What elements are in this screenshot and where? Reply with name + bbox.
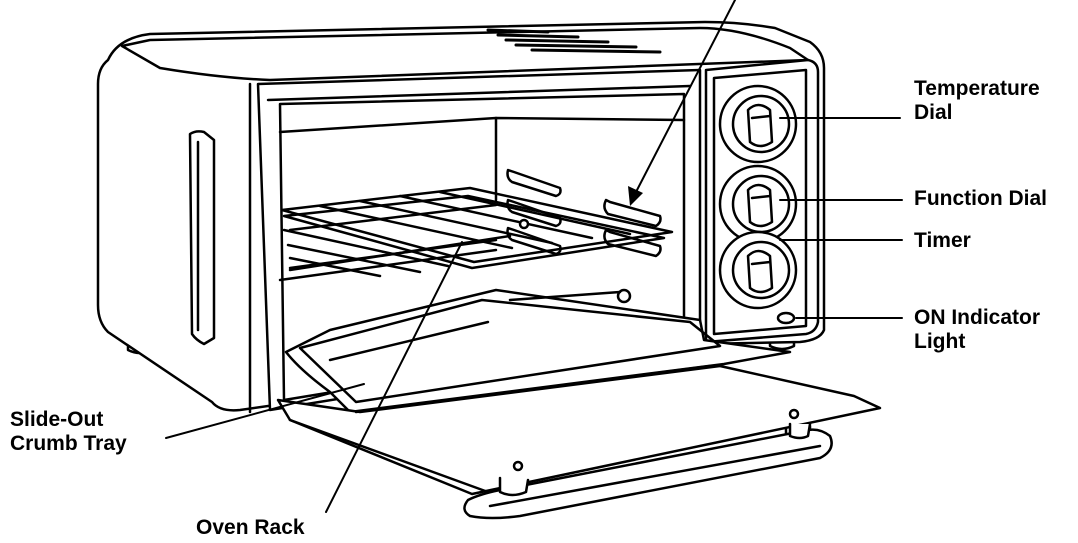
label-temperature-dial-line2: Dial [914,101,953,124]
label-on-indicator-line2: Light [914,330,966,353]
label-crumb-tray: Slide-Out Crumb Tray [10,408,127,456]
leader-oven-rack [325,241,463,513]
label-crumb-tray-line1: Slide-Out [10,408,104,431]
temperature-dial-knob[interactable] [718,84,798,164]
leader-rack-rail [635,0,736,193]
timer-dial-knob[interactable] [718,230,798,310]
on-indicator-light [776,311,796,325]
label-temperature-dial: Temperature Dial [914,77,1040,125]
label-function-dial: Function Dial [914,187,1047,210]
label-crumb-tray-line2: Crumb Tray [10,432,127,455]
label-on-indicator-line1: ON Indicator [914,306,1041,329]
oven-rack [280,186,674,278]
label-oven-rack: Oven Rack [196,516,305,539]
label-temperature-dial-line1: Temperature [914,77,1040,100]
label-on-indicator-light: ON Indicator Light [914,306,1040,354]
top-vent [486,28,662,54]
side-handle [188,130,216,346]
door-handle[interactable] [463,428,833,520]
function-dial-knob[interactable] [718,164,798,244]
leader-rack-rail-arrowhead [628,186,643,206]
label-timer: Timer [914,229,971,252]
leader-crumb-tray [165,383,365,439]
